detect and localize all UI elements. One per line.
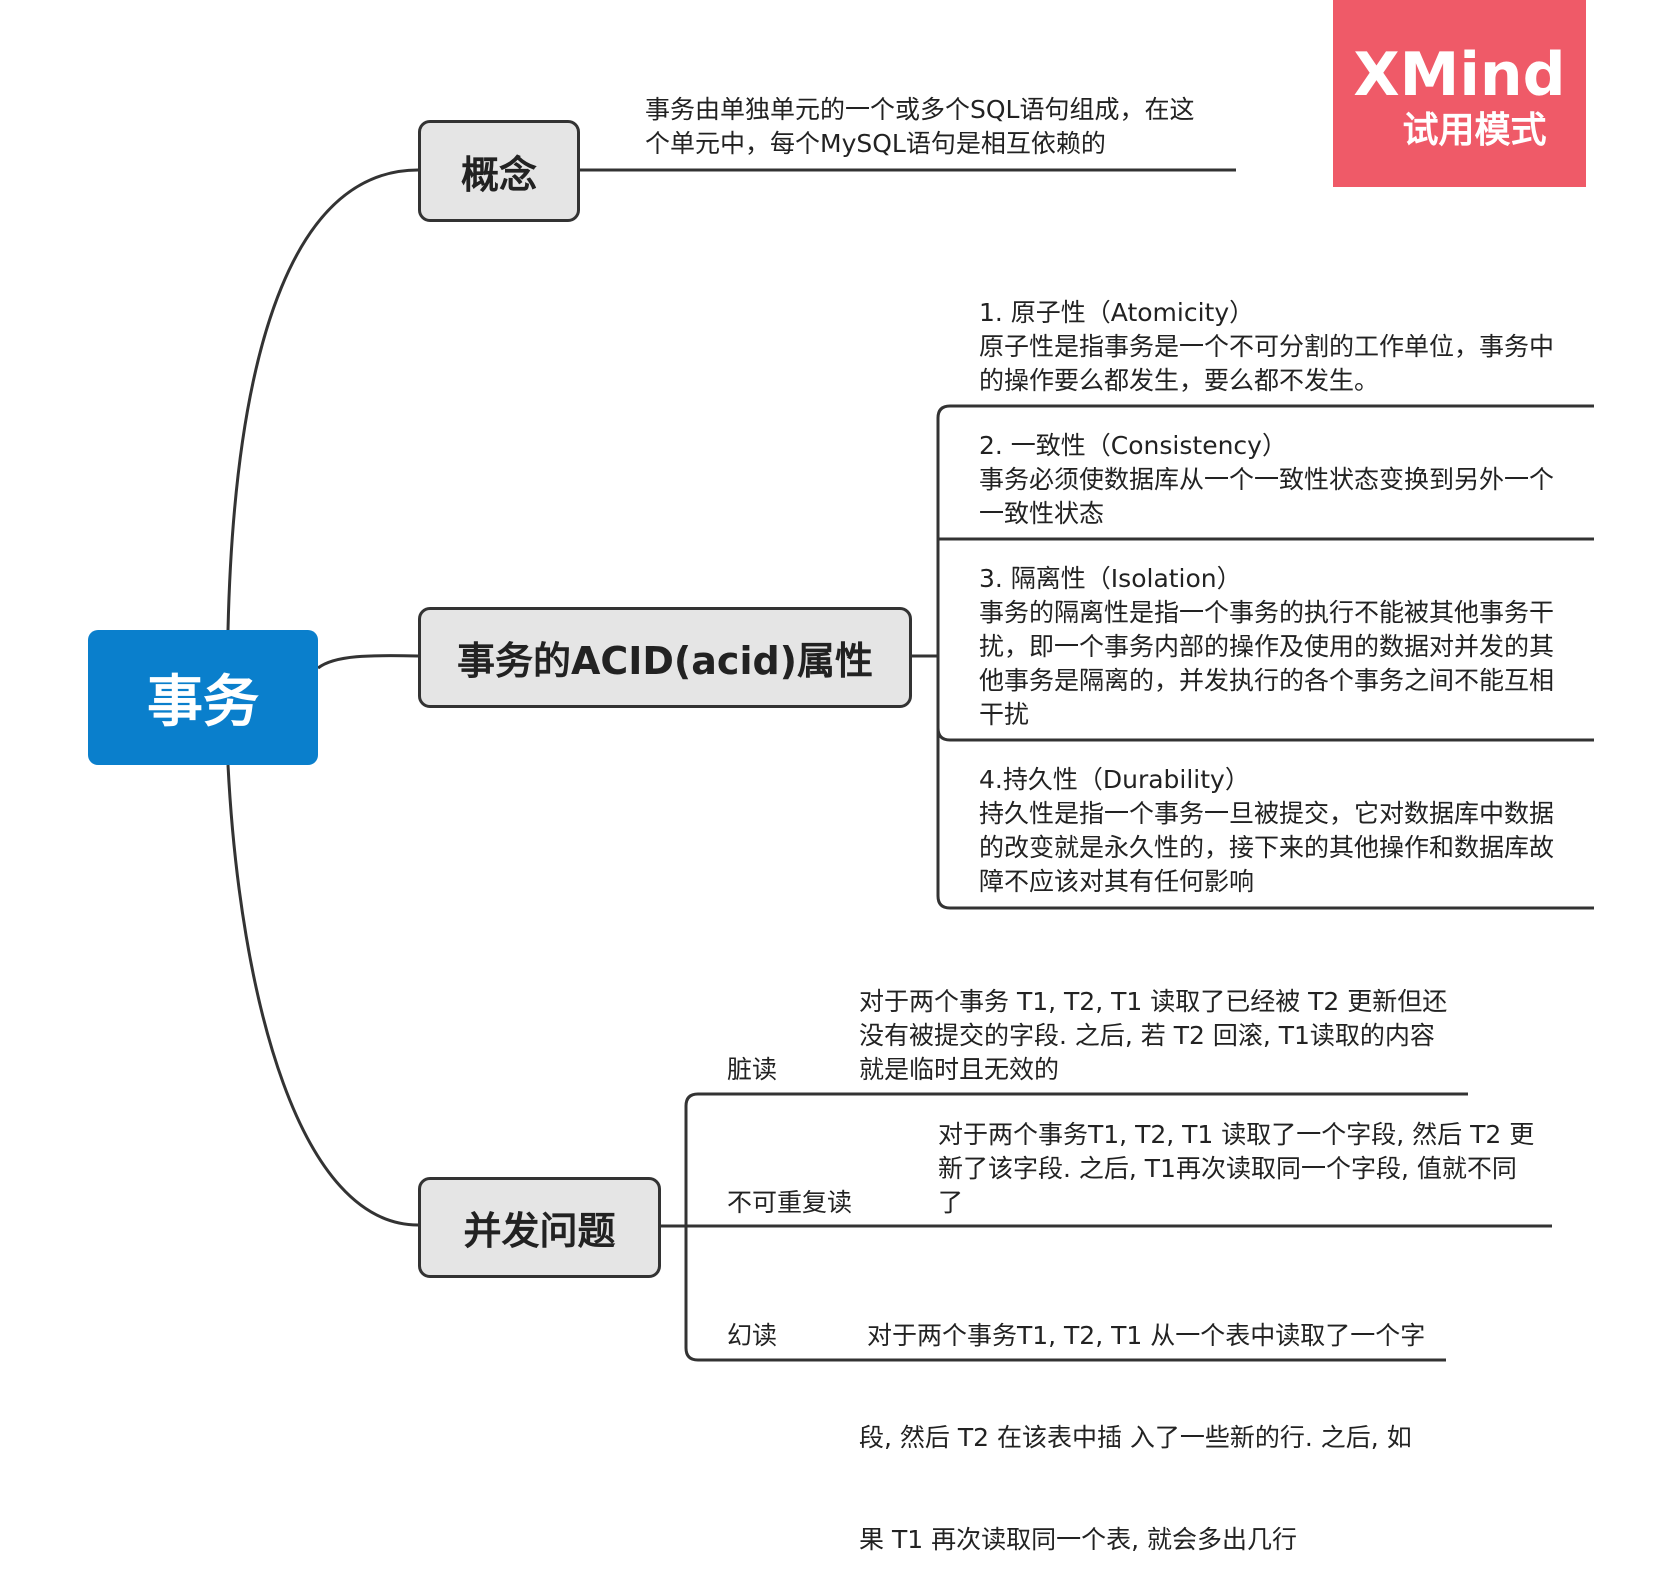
acid-durability[interactable]: 4.持久性（Durability） 持久性是指一个事务一旦被提交，它对数据库中数…: [979, 763, 1554, 899]
acid-line: 事务的隔离性是指一个事务的执行不能被其他事务干: [979, 598, 1555, 627]
concurrency-line: 了: [938, 1188, 964, 1217]
concurrency-line: 新了该字段. 之后, T1再次读取同一个字段, 值就不同: [938, 1154, 1517, 1183]
acid-line: 原子性是指事务是一个不可分割的工作单位，事务中: [979, 332, 1555, 361]
acid-line: 一致性状态: [979, 499, 1105, 528]
concurrency-line: 对于两个事务T1, T2, T1 读取了一个字段, 然后 T2 更: [938, 1120, 1535, 1149]
acid-title: 4.持久性（Durability）: [979, 765, 1250, 794]
concurrency-line: 对于两个事务T1, T2, T1 从一个表中读取了一个字: [859, 1321, 1426, 1350]
concurrency-phantom-read-desc[interactable]: 对于两个事务T1, T2, T1 从一个表中读取了一个字 段, 然后 T2 在该…: [859, 1251, 1425, 1591]
concurrency-line: 就是临时且无效的: [859, 1055, 1060, 1084]
connector-lines: [226, 168, 1594, 1362]
concurrency-dirty-read-label[interactable]: 脏读: [727, 1055, 778, 1084]
concurrency-line: 没有被提交的字段. 之后, 若 T2 回滚, T1读取的内容: [859, 1021, 1435, 1050]
topic-concept[interactable]: 概念: [418, 120, 580, 222]
acid-line: 扰，即一个事务内部的操作及使用的数据对并发的其: [979, 632, 1555, 661]
concurrency-nonrepeatable-read-label[interactable]: 不可重复读: [727, 1188, 853, 1217]
concurrency-line: 果 T1 再次读取同一个表, 就会多出几行: [859, 1525, 1297, 1554]
acid-title: 2. 一致性（Consistency）: [979, 431, 1287, 460]
acid-line: 的改变就是永久性的，接下来的其他操作和数据库故: [979, 833, 1555, 862]
concurrency-phantom-read-label[interactable]: 幻读: [727, 1321, 778, 1350]
concurrency-nonrepeatable-read-desc[interactable]: 对于两个事务T1, T2, T1 读取了一个字段, 然后 T2 更 新了该字段.…: [938, 1118, 1534, 1220]
acid-line: 障不应该对其有任何影响: [979, 867, 1255, 896]
watermark-brand: XMind: [1353, 40, 1566, 110]
concurrency-line: 段, 然后 T2 在该表中插 入了一些新的行. 之后, 如: [859, 1423, 1412, 1452]
concept-description[interactable]: 事务由单独单元的一个或多个SQL语句组成，在这 个单元中，每个MySQL语句是相…: [645, 93, 1194, 161]
concept-line: 个单元中，每个MySQL语句是相互依赖的: [645, 129, 1106, 158]
acid-line: 持久性是指一个事务一旦被提交，它对数据库中数据: [979, 799, 1555, 828]
concept-line: 事务由单独单元的一个或多个SQL语句组成，在这: [645, 95, 1195, 124]
acid-title: 3. 隔离性（Isolation）: [979, 564, 1242, 593]
acid-consistency[interactable]: 2. 一致性（Consistency） 事务必须使数据库从一个一致性状态变换到另…: [979, 429, 1554, 531]
topic-acid[interactable]: 事务的ACID(acid)属性: [418, 607, 912, 708]
topic-concurrency[interactable]: 并发问题: [418, 1177, 661, 1278]
concurrency-dirty-read-desc[interactable]: 对于两个事务 T1, T2, T1 读取了已经被 T2 更新但还 没有被提交的字…: [859, 985, 1447, 1087]
concurrency-line: 对于两个事务 T1, T2, T1 读取了已经被 T2 更新但还: [859, 987, 1448, 1016]
xmind-trial-watermark: XMind 试用模式: [1333, 0, 1586, 187]
acid-line: 干扰: [979, 700, 1030, 729]
acid-line: 他事务是隔离的，并发执行的各个事务之间不能互相: [979, 666, 1555, 695]
acid-isolation[interactable]: 3. 隔离性（Isolation） 事务的隔离性是指一个事务的执行不能被其他事务…: [979, 562, 1554, 732]
watermark-mode: 试用模式: [1402, 110, 1547, 151]
acid-atomicity[interactable]: 1. 原子性（Atomicity） 原子性是指事务是一个不可分割的工作单位，事务…: [979, 296, 1554, 398]
acid-line: 事务必须使数据库从一个一致性状态变换到另外一个: [979, 465, 1555, 494]
acid-title: 1. 原子性（Atomicity）: [979, 298, 1255, 327]
acid-line: 的操作要么都发生，要么都不发生。: [979, 366, 1380, 395]
root-topic[interactable]: 事务: [88, 630, 318, 765]
